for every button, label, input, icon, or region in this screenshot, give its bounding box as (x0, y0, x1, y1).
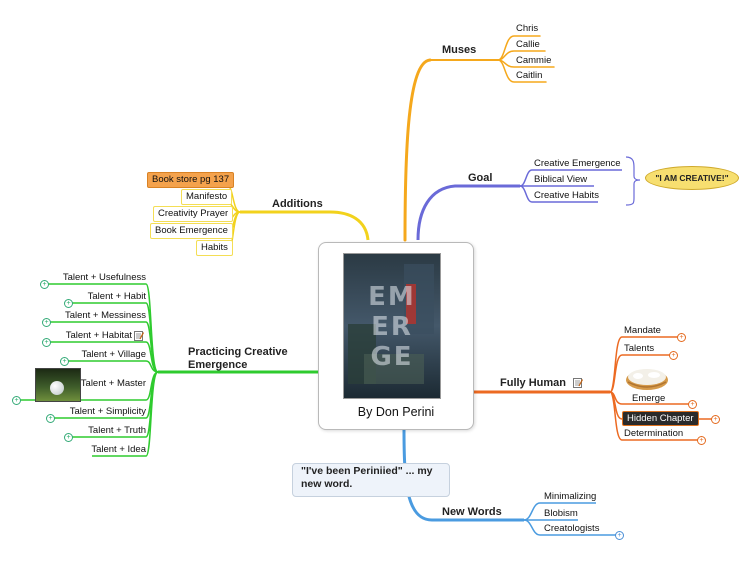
word-creatologists[interactable]: Creatologists (544, 523, 600, 534)
human-emerge[interactable]: Emerge (632, 393, 666, 404)
human-hidden-chapter[interactable]: Hidden Chapter (622, 411, 699, 426)
new-words-connectors (402, 427, 616, 536)
expand-icon[interactable]: + (615, 531, 624, 540)
expand-icon[interactable]: + (12, 396, 21, 405)
central-topic[interactable]: EM ER GE By Don Perini (318, 242, 474, 430)
branch-fully-human[interactable]: Fully Human (500, 377, 567, 389)
goal-creative-habits[interactable]: Creative Habits (534, 190, 599, 201)
book-cover-image: EM ER GE (343, 253, 441, 399)
practice-habit[interactable]: Talent + Habit (87, 291, 146, 302)
goal-biblical-view[interactable]: Biblical View (534, 174, 588, 185)
note-icon[interactable] (573, 378, 583, 388)
expand-icon[interactable]: + (697, 436, 706, 445)
note-icon[interactable] (134, 331, 144, 341)
muse-callie[interactable]: Callie (516, 39, 540, 50)
central-topic-label: By Don Perini (357, 405, 435, 419)
cake-image (626, 369, 668, 390)
goal-connectors (416, 156, 641, 241)
branch-additions[interactable]: Additions (272, 198, 323, 210)
human-talents[interactable]: Talents (624, 343, 655, 354)
golf-ball-image (35, 368, 81, 402)
word-minimalizing[interactable]: Minimalizing (544, 491, 597, 502)
practice-truth[interactable]: Talent + Truth (88, 425, 146, 436)
muse-chris[interactable]: Chris (516, 23, 539, 34)
branch-practicing-creative-emergence[interactable]: Practicing Creative Emergence (188, 346, 288, 371)
word-blobism[interactable]: Blobism (544, 508, 578, 519)
practice-village[interactable]: Talent + Village (81, 349, 146, 360)
expand-icon[interactable]: + (711, 415, 720, 424)
goal-callout[interactable]: "I AM CREATIVE!" (645, 166, 739, 190)
new-words-quote[interactable]: "I've been Periniied" ... my new word. (292, 463, 450, 497)
branch-new-words[interactable]: New Words (442, 506, 502, 518)
expand-icon[interactable]: + (42, 338, 51, 347)
book-title-line-3: GE (370, 342, 414, 372)
expand-icon[interactable]: + (64, 433, 73, 442)
book-title-line-2: ER (371, 312, 413, 342)
expand-icon[interactable]: + (40, 280, 49, 289)
practice-idea[interactable]: Talent + Idea (91, 444, 146, 455)
practice-master[interactable]: Talent + Master (80, 378, 146, 389)
expand-icon[interactable]: + (688, 400, 697, 409)
muse-cammie[interactable]: Cammie (516, 55, 552, 66)
expand-icon[interactable]: + (64, 299, 73, 308)
goal-creative-emergence[interactable]: Creative Emergence (534, 158, 621, 169)
muse-caitlin[interactable]: Caitlin (516, 70, 543, 81)
human-mandate[interactable]: Mandate (624, 325, 661, 336)
branch-muses[interactable]: Muses (442, 44, 477, 56)
expand-icon[interactable]: + (42, 318, 51, 327)
expand-icon[interactable]: + (677, 333, 686, 342)
branch-goal[interactable]: Goal (468, 172, 493, 184)
human-determination[interactable]: Determination (624, 428, 684, 439)
addition-book-emergence[interactable]: Book Emergence (150, 223, 233, 239)
practice-simplicity[interactable]: Talent + Simplicity (69, 406, 146, 417)
practice-messiness[interactable]: Talent + Messiness (64, 310, 146, 321)
muses-connectors (403, 35, 555, 242)
addition-book-store[interactable]: Book store pg 137 (147, 172, 235, 188)
expand-icon[interactable]: + (46, 414, 55, 423)
addition-creativity-prayer[interactable]: Creativity Prayer (153, 206, 234, 222)
practicing-connectors (18, 283, 318, 457)
expand-icon[interactable]: + (669, 351, 678, 360)
expand-icon[interactable]: + (60, 357, 69, 366)
addition-habits[interactable]: Habits (196, 240, 233, 256)
fully-human-connectors (472, 336, 712, 441)
addition-manifesto[interactable]: Manifesto (181, 189, 233, 205)
practice-usefulness[interactable]: Talent + Usefulness (62, 272, 146, 283)
book-title-line-1: EM (368, 282, 416, 312)
practice-habitat[interactable]: Talent + Habitat (65, 330, 132, 341)
